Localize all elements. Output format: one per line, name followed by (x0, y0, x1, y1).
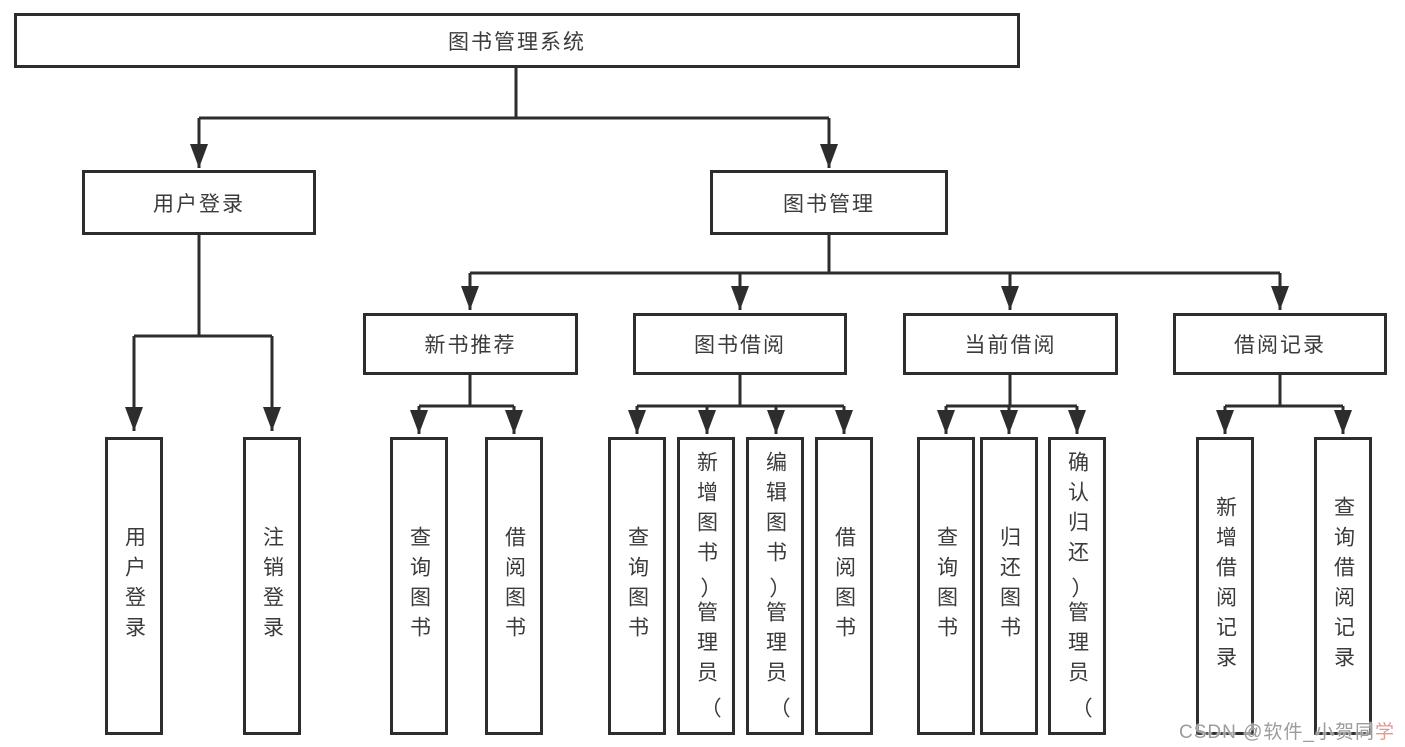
node-user-login: 用户登录 (82, 170, 316, 235)
leaf-query-borrow-record: 查询借阅记录 (1314, 437, 1372, 735)
leaf-cur-query-books: 查询图书 (917, 437, 975, 735)
leaf-cur-return-books: 归还图书 (980, 437, 1038, 735)
leaf-bb-query-books: 查询图书 (608, 437, 666, 735)
csdn-watermark-accent: 学 (1374, 722, 1395, 743)
leaf-user-login: 用户登录 (105, 437, 163, 735)
csdn-watermark: CSDN @软件_小贺同学 (1179, 717, 1395, 744)
node-new-book-recommend: 新书推荐 (363, 313, 578, 375)
leaf-add-borrow-record: 新增借阅记录 (1196, 437, 1254, 735)
leaf-bb-add-books-admin: 新增图书（管理员） (677, 437, 735, 735)
leaf-rec-borrow-books: 借阅图书 (485, 437, 543, 735)
node-current-borrow: 当前借阅 (903, 313, 1118, 375)
leaf-bb-borrow-books: 借阅图书 (815, 437, 873, 735)
leaf-rec-query-books: 查询图书 (390, 437, 448, 735)
node-book-management: 图书管理 (710, 170, 948, 235)
csdn-watermark-main: CSDN @软件_小贺同 (1179, 722, 1375, 743)
node-book-borrow: 图书借阅 (633, 313, 847, 375)
node-borrow-records: 借阅记录 (1173, 313, 1387, 375)
leaf-cur-confirm-return-admin: 确认归还（管理员） (1048, 437, 1106, 735)
node-library-management-system: 图书管理系统 (14, 13, 1020, 68)
leaf-logout: 注销登录 (243, 437, 301, 735)
leaf-bb-edit-books-admin: 编辑图书（管理员） (746, 437, 804, 735)
